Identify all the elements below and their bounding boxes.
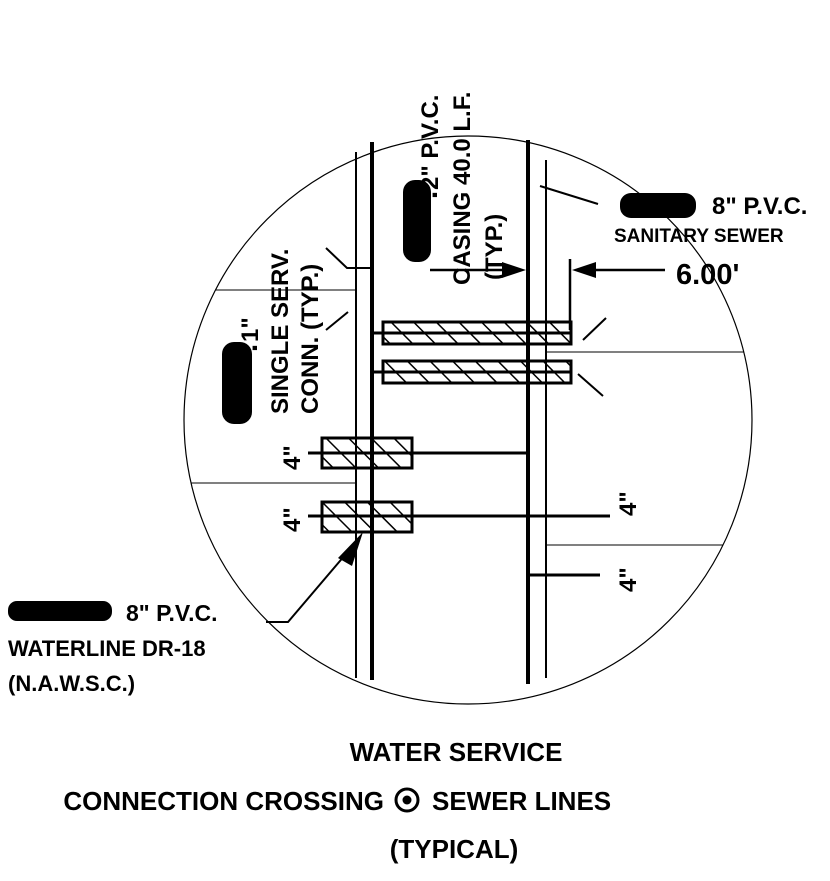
sewer-label-line2: SANITARY SEWER: [614, 226, 784, 247]
single-service-line1: 1": [237, 317, 264, 342]
service-size-left-upper: 4": [279, 445, 306, 470]
single-service-line3: CONN. (TYP.): [297, 264, 324, 414]
casing-label-line2: CASING 40.0 L.F.: [449, 92, 476, 285]
redaction-casing: [403, 180, 431, 262]
title-line1: WATER SERVICE: [350, 737, 563, 767]
casing-bullet: .: [411, 191, 444, 199]
title-line2b: SEWER LINES: [432, 786, 611, 816]
service-size-right-upper: 4": [615, 491, 642, 516]
sewer-pipe: [526, 140, 547, 684]
single-service-line2: SINGLE SERV.: [267, 249, 294, 414]
waterline-label-line1: 8" P.V.C.: [126, 600, 217, 626]
service-size-left-lower: 4": [279, 507, 306, 532]
casing-label-line3: (TYP.): [481, 214, 508, 280]
leader-lines: [266, 185, 607, 623]
redaction-single-service: [222, 342, 252, 424]
title-line2a: CONNECTION CROSSING: [63, 786, 384, 816]
dimension-6ft: [430, 259, 665, 330]
redaction-waterline: [8, 601, 112, 621]
redaction-sewer: [620, 193, 696, 218]
waterline-arrowhead: [338, 532, 363, 566]
sewer-label-line1: 8" P.V.C.: [712, 193, 807, 220]
single-service-label: 1" SINGLE SERV. CONN. (TYP.): [237, 249, 324, 414]
casings: [320, 320, 573, 534]
single-service-bullet: .: [231, 344, 264, 352]
redaction-marks: [8, 180, 696, 621]
service-size-right-lower: 4": [615, 567, 642, 592]
waterline-label-line3: (N.A.W.S.C.): [8, 671, 135, 696]
title-line3: (TYPICAL): [390, 834, 519, 864]
casing-label: 2" P.V.C. CASING 40.0 L.F. (TYP.): [417, 92, 508, 285]
casing-label-line1: 2" P.V.C.: [417, 95, 444, 190]
waterline-pipe: [355, 142, 374, 680]
dimension-label: 6.00': [676, 259, 739, 291]
at-symbol: [394, 787, 420, 813]
detail-circle: [183, 135, 753, 705]
waterline-label-line2: WATERLINE DR-18: [8, 636, 206, 661]
